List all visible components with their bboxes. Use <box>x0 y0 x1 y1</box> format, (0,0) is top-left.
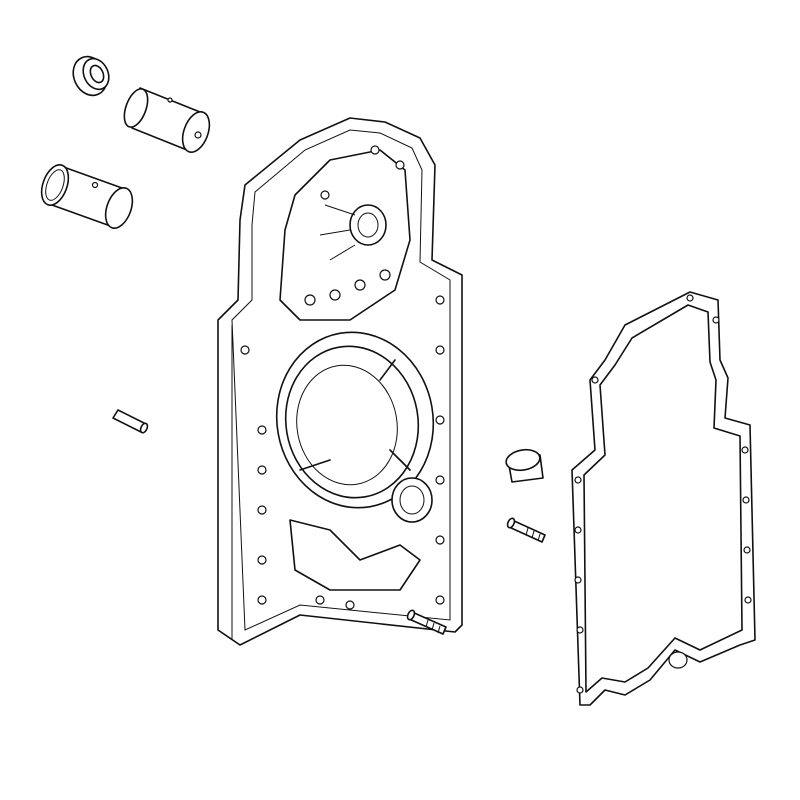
main-bore <box>275 331 435 509</box>
dowel-pin <box>112 409 149 434</box>
seal-ring <box>72 55 110 97</box>
housing-plate <box>217 117 463 646</box>
gasket <box>571 291 756 706</box>
bushing-large <box>40 164 134 229</box>
stud-bolt <box>406 609 447 635</box>
bolt-holes <box>240 145 445 610</box>
plug <box>505 448 544 483</box>
bushing-small <box>123 87 211 153</box>
stud-bolt <box>506 517 546 543</box>
